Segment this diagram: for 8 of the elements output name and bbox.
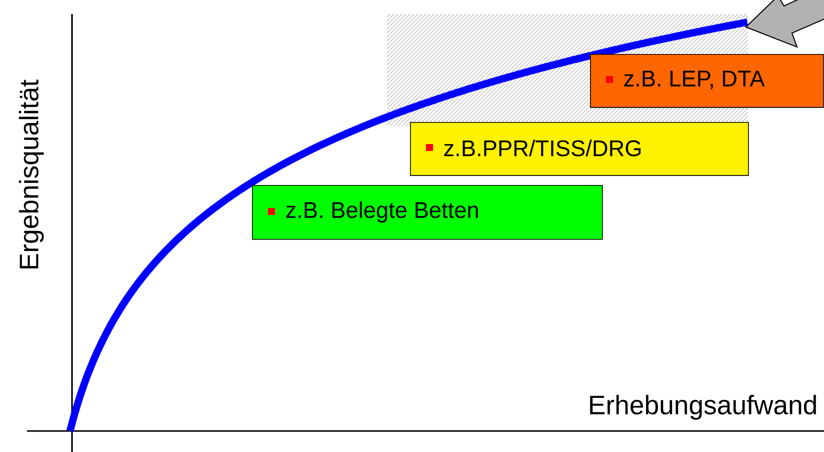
example-box (252, 184, 603, 240)
box-text: z.B. Belegte Betten (286, 201, 478, 223)
axis-label: Ergebnisqualität (18, 80, 44, 268)
box-text: z.B.PPR/TISS/DRG (444, 140, 641, 156)
example-box (590, 54, 824, 108)
axis-label: Erhebungsaufwand (590, 394, 816, 420)
box-text: z.B. LEP, DTA (624, 70, 765, 90)
example-box (410, 122, 749, 176)
